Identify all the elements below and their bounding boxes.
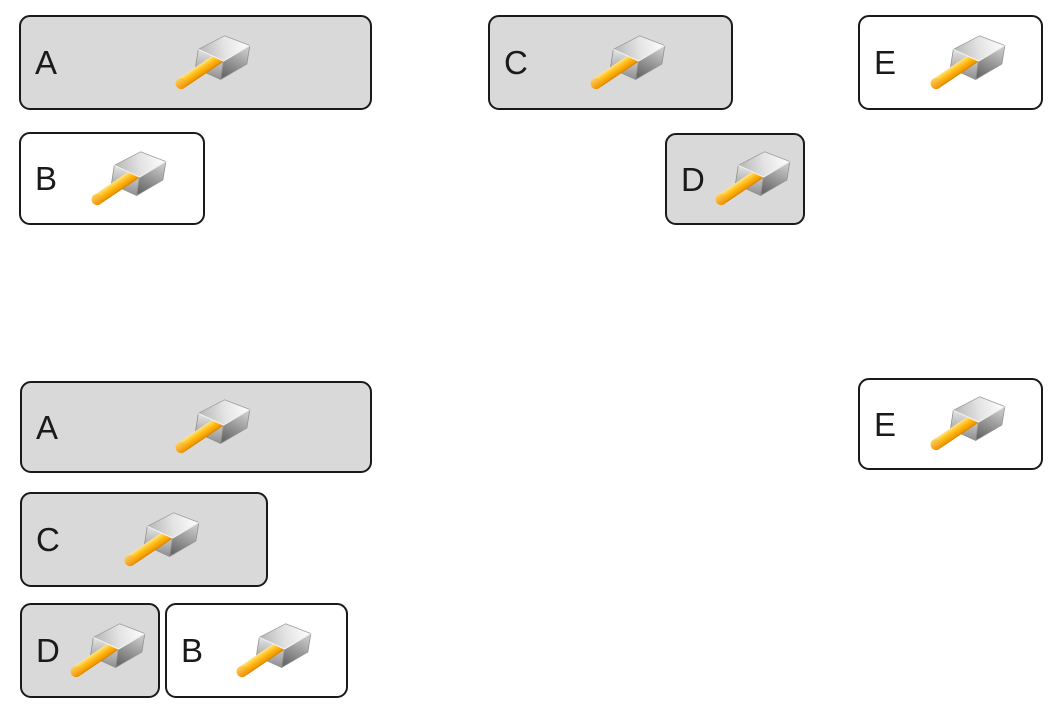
box-b-top[interactable]: B [19, 132, 205, 225]
box-a-top[interactable]: A [19, 15, 372, 110]
box-label: A [35, 44, 58, 81]
hammer-icon [203, 617, 336, 685]
box-c-bottom[interactable]: C [20, 492, 268, 587]
box-label: E [874, 405, 897, 443]
hammer-icon [896, 29, 1031, 97]
box-e-bottom[interactable]: E [858, 378, 1043, 470]
hammer-icon [57, 145, 193, 213]
box-label: C [504, 44, 528, 81]
box-d-top[interactable]: D [665, 133, 805, 225]
hammer-icon [60, 506, 256, 574]
box-label: A [36, 408, 59, 446]
hammer-icon [58, 393, 360, 461]
box-label: B [181, 632, 204, 669]
hammer-icon [60, 617, 148, 685]
hammer-icon [57, 29, 360, 97]
box-label: E [874, 44, 897, 81]
box-label: C [36, 521, 60, 558]
box-b-bottom[interactable]: B [165, 603, 348, 698]
hammer-icon [896, 390, 1031, 458]
box-e-top[interactable]: E [858, 15, 1043, 110]
hammer-icon [705, 145, 793, 213]
box-label: D [681, 160, 705, 198]
box-label: B [35, 160, 58, 197]
box-a-bottom[interactable]: A [20, 381, 372, 473]
box-c-top[interactable]: C [488, 15, 733, 110]
box-d-bottom[interactable]: D [20, 603, 160, 698]
box-label: D [36, 632, 60, 669]
hammer-icon [528, 29, 721, 97]
